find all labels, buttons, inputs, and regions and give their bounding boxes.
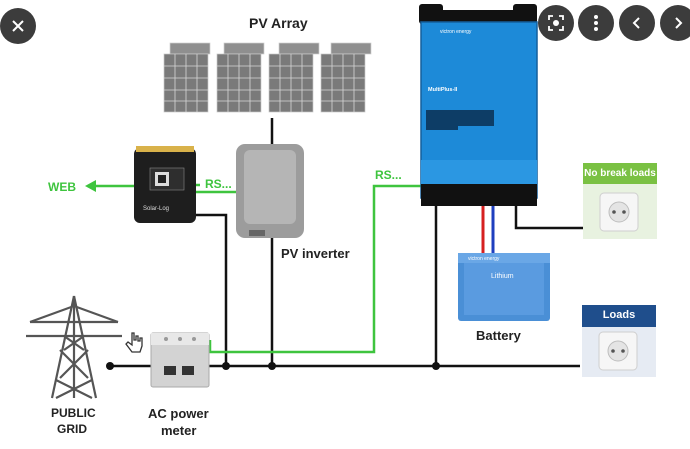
power-pylon: [26, 295, 122, 399]
pv-inverter: [236, 144, 304, 238]
web-label: WEB: [48, 180, 76, 194]
ac-meter-label-line2: meter: [161, 423, 197, 438]
next-button[interactable]: [660, 5, 690, 41]
battery: victron energy Lithium: [458, 253, 550, 321]
chevron-right-icon: [675, 17, 683, 29]
pv-array-label: PV Array: [249, 15, 308, 31]
inverter-brand-text: victron energy: [440, 29, 472, 35]
more-vert-icon: [594, 15, 598, 31]
loads-card: [582, 305, 656, 377]
more-options-button[interactable]: [578, 5, 614, 41]
rs-label-multiplus: RS...: [375, 168, 402, 182]
solar-log-device: Solar-Log: [134, 146, 196, 223]
pv-array: [163, 42, 372, 113]
battery-brand-text: victron energy: [468, 256, 500, 262]
chevron-left-icon: [632, 17, 640, 29]
multiplus-inverter: victron energy MultiPlus-II: [419, 4, 538, 206]
public-grid-label-line2: GRID: [57, 422, 87, 436]
inverter-model-text: MultiPlus-II: [428, 87, 458, 93]
lens-icon: [548, 15, 564, 31]
battery-model-text: Lithium: [491, 273, 514, 280]
junction-dots: [106, 362, 440, 370]
loads-title: Loads: [602, 309, 636, 321]
logger-brand-text: Solar-Log: [143, 206, 169, 212]
ac-power-meter: [150, 332, 210, 388]
lens-button[interactable]: [538, 5, 574, 41]
previous-button[interactable]: [619, 5, 655, 41]
hand-cursor-icon: [125, 332, 143, 353]
pv-inverter-label: PV inverter: [281, 246, 350, 261]
no-break-loads-title: No break loads: [584, 168, 656, 179]
close-icon: [12, 20, 24, 32]
rs-label-logger: RS...: [205, 177, 232, 191]
ac-meter-label-line1: AC power: [148, 406, 209, 421]
web-arrow-head: [85, 180, 96, 192]
rs-wires: [93, 183, 424, 354]
battery-label: Battery: [476, 328, 521, 343]
public-grid-label-line1: PUBLIC: [51, 406, 96, 420]
no-break-loads-card: [583, 163, 657, 239]
close-button[interactable]: [0, 8, 36, 44]
